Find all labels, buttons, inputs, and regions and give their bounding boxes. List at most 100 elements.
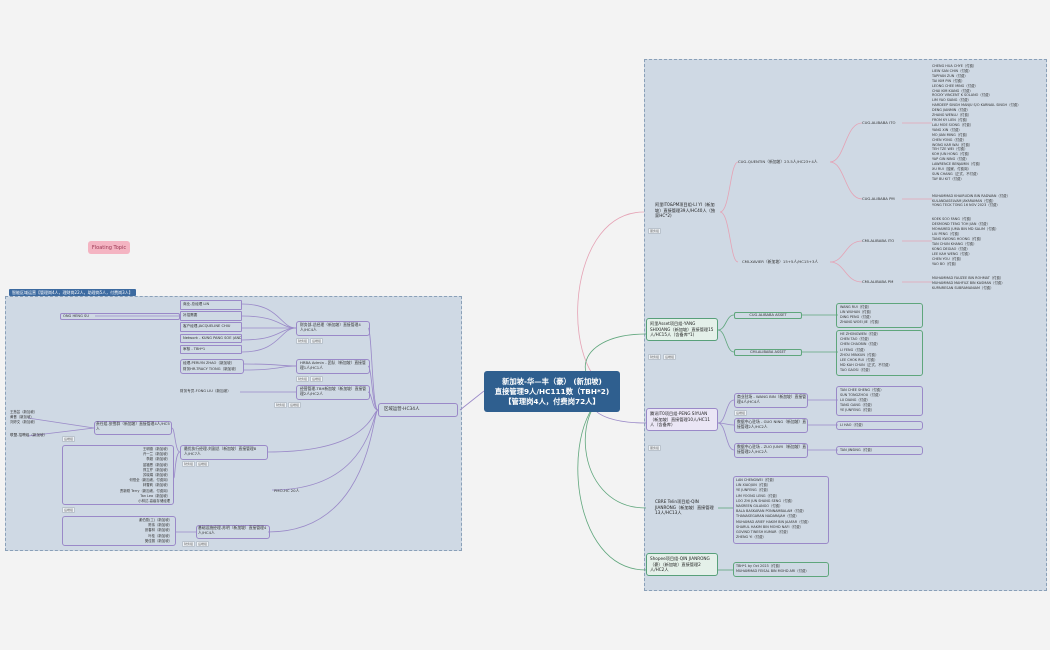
branch-tencent-ito[interactable]: 腾讯IT0项目组-PENG SIYUAN（新加坡）直接管理10人/HC11人（含… — [646, 408, 718, 431]
member-item[interactable]: LIM YAO SIANG（付费） — [932, 98, 971, 103]
member-item[interactable]: MD KAH CHUN（正式，不付费） — [840, 363, 892, 368]
member-item[interactable]: TBH*1 by Oct 2023（付费） — [736, 564, 783, 568]
member-item[interactable]: DESMOND TENG TOH JIAN（付费） — [932, 222, 990, 226]
member-item[interactable]: 张春林（新加坡） — [144, 528, 172, 533]
member-item[interactable]: CHEN CHAOBIN（付费） — [840, 342, 880, 347]
member-item[interactable]: TAY BU KIT（付费） — [932, 176, 964, 181]
member-item[interactable]: LEE CHOK RUI（付费） — [840, 358, 878, 363]
member-item[interactable]: 王慧芸（新加坡） — [10, 410, 38, 414]
member-item[interactable]: GOVIND TINESH KUMAR（付费） — [736, 530, 791, 535]
member-item[interactable]: YAP GIN NING（付费） — [932, 157, 969, 162]
member-item[interactable]: Network - KUNG PANG SOE (ANDY) — [180, 333, 242, 344]
member-item[interactable]: 审核 - TBH*1 — [180, 344, 242, 355]
member-item[interactable]: LIN XIAOJUN（付费） — [736, 483, 771, 488]
member-item[interactable]: BALA BASKARAN PONNAMBALAM（付费） — [736, 509, 806, 514]
member-item[interactable]: LIEW SAN CHIN（付费） — [932, 68, 972, 73]
member-item[interactable]: SHARUL HAKIM BIN MOHD NAFI（付费） — [736, 524, 804, 529]
member-item[interactable]: 许一兰（新加坡） — [142, 452, 170, 457]
member-item[interactable]: 经理-PERLYN ZHAO（新加坡） — [183, 361, 235, 365]
member-item[interactable]: HARDEEP SINGH MANJU S/O KARNAIL SINGH（付费… — [932, 103, 1021, 108]
member-item[interactable]: MOHAMED JUMA BIN MD SALIM（付费） — [932, 227, 999, 231]
sub-cmi-asset[interactable]: CMI-ALIBABA ASSET — [734, 349, 802, 356]
member-item[interactable]: TAO GAOSI（付费） — [840, 368, 873, 373]
member-item[interactable]: TAN CHEE SHENG（付费） — [840, 388, 884, 392]
member-item[interactable]: Tan Lea（新加坡） — [140, 493, 170, 498]
left-hub[interactable]: 区域运营-HC34人 — [384, 407, 420, 412]
member-item[interactable]: LIM YOONG LENG（付费） — [736, 493, 780, 498]
member-item[interactable]: 客户经理-JACQUELINE CHIU — [180, 322, 242, 332]
member-item[interactable]: KOH JUN HONG（付费） — [932, 152, 972, 157]
branch-cbre-telin[interactable]: CBRE Telin项目组-QIN JIANRONG（新加坡）直接管理13人/H… — [655, 499, 714, 515]
member-item[interactable]: MUHAMMAD FEISAL BIN MOHD ARI（付费） — [736, 569, 809, 573]
member-item[interactable]: 陈伟（新加坡） — [148, 523, 172, 528]
group3-title[interactable]: PMO-HC 20人 — [274, 488, 300, 493]
member-item[interactable]: LEE KAH WENG（付费） — [932, 252, 972, 256]
member-item[interactable]: 樊佳丽（新加坡） — [144, 538, 172, 543]
branch-alibaba-asset[interactable]: 阿里Asset项目组-YANG SHIXIANG（新加坡）直接管理15人/HC1… — [646, 318, 718, 341]
member-item[interactable]: ZHANG WOEI JIE（付费） — [840, 320, 882, 324]
member-item[interactable]: 补招需要 — [180, 311, 242, 321]
member-item[interactable]: 刘婷文（新加坡） — [10, 419, 38, 424]
member-item[interactable]: MUHAMMAD MAHFUZ BIN KASMAN（付费） — [932, 280, 1005, 285]
member-item[interactable]: MUHAMAD ARIEF HAKIM BIN JAAFAR（付费） — [736, 519, 811, 524]
member-item[interactable]: WANG RUI（付费） — [840, 305, 872, 309]
member-item[interactable]: YANG XIN（付费） — [932, 127, 962, 132]
member-item[interactable]: CHEN YOU（付费） — [932, 257, 964, 261]
member-item[interactable]: KULANDASELVAM JAYARAMAN（付费） — [932, 198, 996, 203]
member-item[interactable]: LOO ZHI JUN SHANG SENG（付费） — [736, 498, 795, 503]
member-item[interactable]: 黄晋（新加坡） — [10, 414, 34, 419]
sub-cug-asset[interactable]: CUG-ALIBABA ASSET — [734, 312, 802, 319]
member-item[interactable]: LU DIANG（付费） — [840, 398, 870, 402]
member-item[interactable]: ZHOU MINXUN（付费） — [840, 352, 879, 357]
member-item[interactable]: LAN CHENGWEI（付费） — [736, 478, 777, 482]
group4-sub0-extra[interactable]: 联盟-招聘组（新加坡） — [10, 433, 48, 437]
sub-cug-quentin[interactable]: CUG-QUENTIN（新加坡）23-5人/HC23+4人 — [738, 159, 818, 164]
member-item[interactable]: TANG GANG（付费） — [840, 403, 875, 407]
member-item[interactable]: KONG DEGIAO（付费） — [932, 247, 970, 251]
branch-shopee[interactable]: Shopee项目组-QIN JIANRONG（豪）（新加坡）直接管理2人/HC2… — [646, 553, 718, 576]
member-item[interactable]: TAN CHUN KHANG（付费） — [932, 242, 977, 246]
member-item[interactable]: TAN JINSING（付费） — [840, 448, 875, 452]
member-item[interactable]: DING PENG（付费） — [840, 315, 873, 319]
member-item[interactable]: LEONG CHEE MING（付费） — [932, 83, 978, 88]
team-cmi-ito[interactable]: CMI-ALIBABA ITO — [862, 238, 895, 243]
member-item[interactable]: CHENG HUA CHYE（付费） — [932, 64, 977, 68]
member-item[interactable]: ZHENG YI（付费） — [736, 535, 766, 540]
tencent-sub3[interactable]: 数据中心驻场 - ZUO JUNYI（新加坡）直接管理2人/HC2人 — [737, 444, 807, 454]
member-item[interactable]: XU RUI（独家，付费岗） — [932, 167, 971, 172]
member-item[interactable]: TAI KIM PIN（付费） — [932, 78, 965, 83]
branch-alibaba-ito-pm[interactable]: 阿里IT0&PM项目组-LI YI（新加坡）直接管理39人/HC40人（独家HC… — [655, 202, 716, 218]
member-item[interactable]: 财务HR-TRACY TIONG（新加坡） — [183, 366, 239, 371]
member-item[interactable]: 王明德（新加坡） — [142, 447, 170, 451]
member-item[interactable]: 贾新刚 Terry（新加坡，付费岗） — [119, 488, 170, 493]
member-item[interactable]: THANASEGARAN NADARAJAH（付费） — [736, 514, 799, 519]
member-item[interactable]: HE ZHONGWEN（付费） — [840, 332, 881, 336]
sub-cmi-xavier[interactable]: CMI-XAVIER（新加坡）15+5人/HC15+3人 — [742, 259, 819, 264]
member-item[interactable]: WONG KAR WAI（付费） — [932, 142, 973, 147]
member-item[interactable]: LI HAO（付费） — [840, 423, 866, 427]
group0-title[interactable]: 财务部-总经理（新加坡）直接管理4人/HC4人 — [300, 322, 361, 332]
member-item[interactable]: YONG TECK TONG 16 NOV 2023（付费） — [932, 203, 1000, 208]
member-item[interactable]: 叶桂（新加坡） — [148, 533, 172, 538]
member-item[interactable]: TANG KWONG HOONG（付费） — [932, 237, 984, 241]
group4-sub0-title[interactable]: 责任组-张雪群（新加坡）直接管理4人/HC5人 — [96, 421, 170, 431]
member-item[interactable]: 财务专员-FONG LIU（新加坡） — [180, 389, 231, 393]
member-item[interactable]: 小林达-高级存储经理 — [138, 499, 170, 504]
member-item[interactable]: LI FENG（付费） — [840, 347, 867, 352]
member-item[interactable]: FROM KY LIEN（付费） — [932, 117, 970, 122]
member-item[interactable]: MUHAMMAD KHAIRUDIN BIN RADWAN（付费） — [932, 194, 1010, 198]
member-item[interactable]: TEH TZE WEI（付费） — [932, 147, 968, 152]
member-item[interactable]: YE JUNFENG（付费） — [736, 488, 771, 493]
member-item[interactable]: CHEN YONG（付费） — [932, 137, 966, 142]
member-item[interactable]: CHAI KIM KIANG（付费） — [932, 88, 973, 93]
group2-title[interactable]: 经营管理-TBH新加坡（新加坡）直接管理2人/HC2人 — [300, 386, 367, 396]
team-cug-pm[interactable]: CUG-ALIBABA PM — [862, 196, 895, 201]
member-item[interactable]: ROCKY VINCENT K SOLANO（付费） — [932, 93, 992, 98]
member-item[interactable]: MO JIAN MING（付费） — [932, 132, 970, 137]
group4-title[interactable]: 最优执行经理-刘副总（新加坡）直接管理8人/HC7人 — [184, 446, 257, 456]
member-item[interactable]: ZHANG WENLU（付费） — [932, 113, 972, 118]
member-item[interactable]: 李超（新加坡） — [146, 457, 170, 462]
member-item[interactable]: 商业-总经理 LIN — [180, 300, 242, 310]
member-item[interactable]: 郑立芹（新加坡） — [142, 467, 170, 472]
tencent-sub2[interactable]: 数据中心驻场 - GUO NING（新加坡）直接管理2人/HC2人 — [737, 419, 807, 429]
